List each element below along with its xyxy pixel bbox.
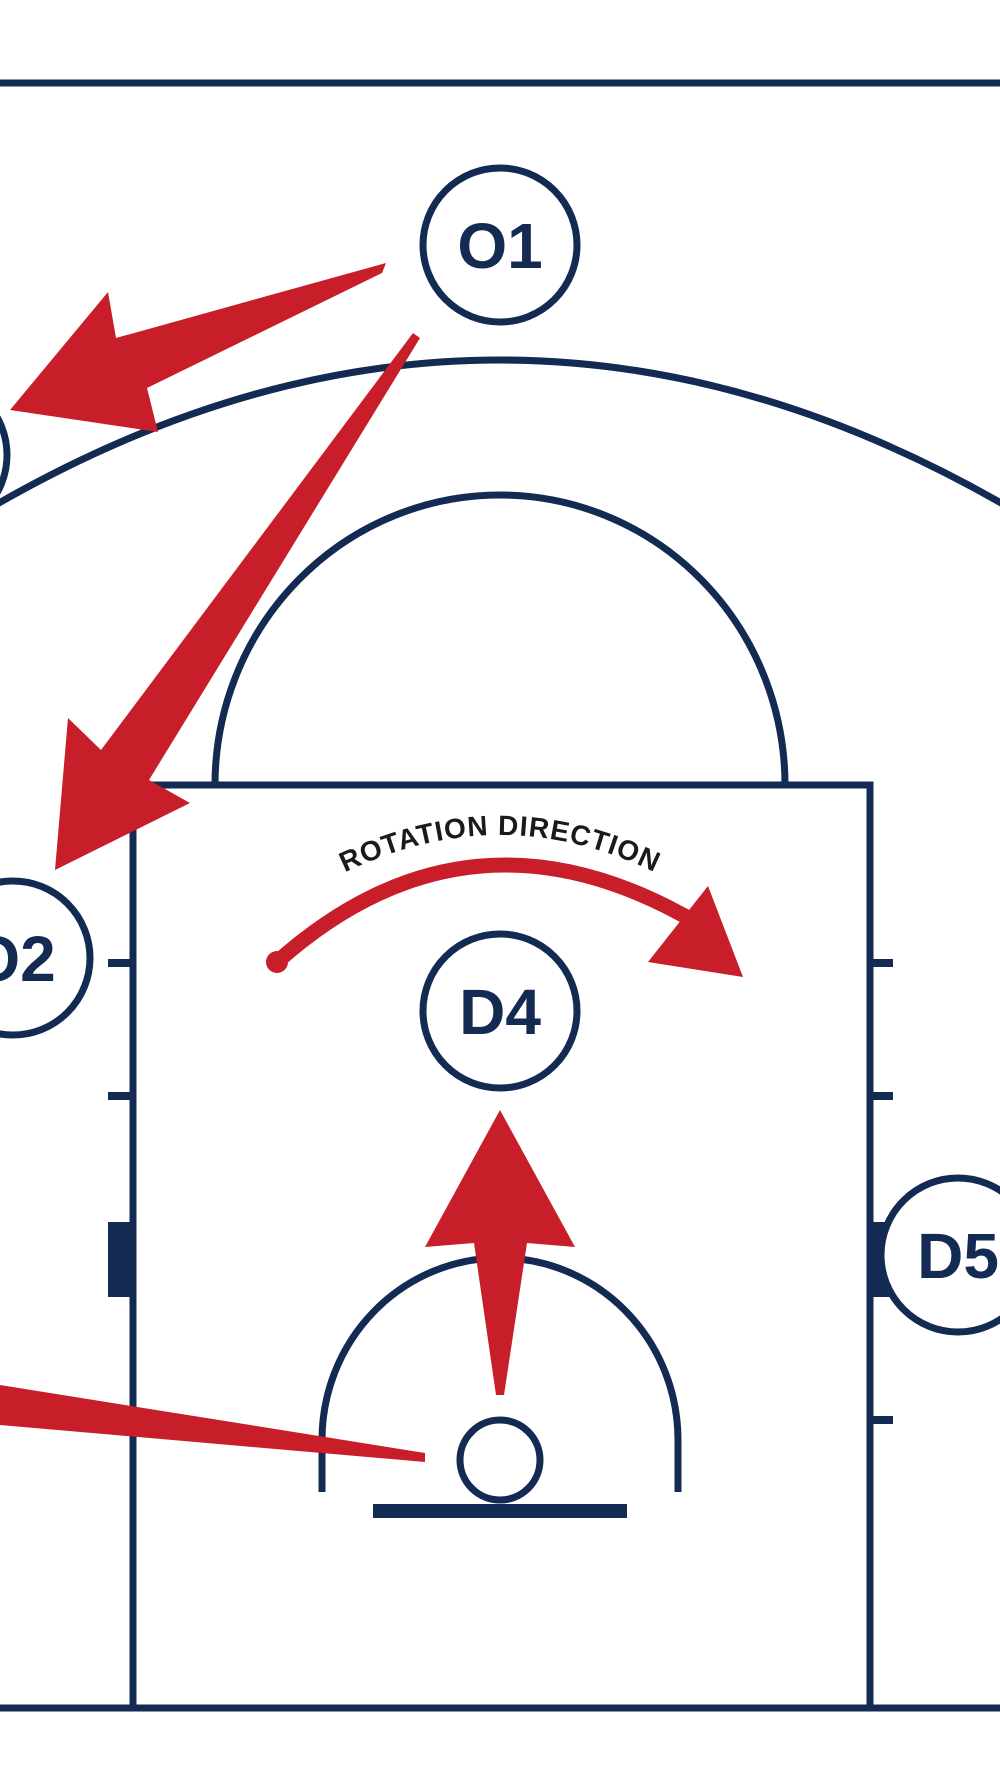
rotation-direction-arrow: [269, 857, 705, 970]
court-lines: [0, 79, 1000, 1712]
player-o2-label: O2: [0, 923, 56, 995]
player-d4-label: D4: [459, 976, 541, 1048]
rotation-arrow-tail: [266, 951, 288, 973]
player-o1-circle: [419, 164, 581, 326]
offscreen-player-circle: [0, 415, 11, 495]
player-o1-label: O1: [457, 210, 542, 282]
player-d4: D4: [419, 930, 581, 1092]
rim: [456, 1416, 544, 1504]
player-o2: O2: [0, 877, 94, 1039]
player-d5: D5: [877, 1174, 1000, 1336]
lane-hash-marks: [108, 959, 893, 1424]
arrow-o1-corner: [55, 333, 420, 870]
block-left: [108, 1222, 133, 1297]
player-d5-circle: [877, 1174, 1000, 1336]
rotation-arrowhead: [648, 886, 743, 977]
arrow-o1-wing: [10, 263, 386, 432]
movement-arrows: [0, 263, 743, 1462]
arrow-skip-pass: [0, 1385, 425, 1462]
player-d5-label: D5: [917, 1220, 999, 1292]
arrow-up-to-d4: [425, 1110, 575, 1395]
free-throw-circle: [211, 491, 789, 786]
player-d4-circle: [419, 930, 581, 1092]
player-o1: O1: [419, 164, 581, 326]
player-o2-circle: [0, 877, 94, 1039]
three-point-arc: [0, 356, 1000, 507]
